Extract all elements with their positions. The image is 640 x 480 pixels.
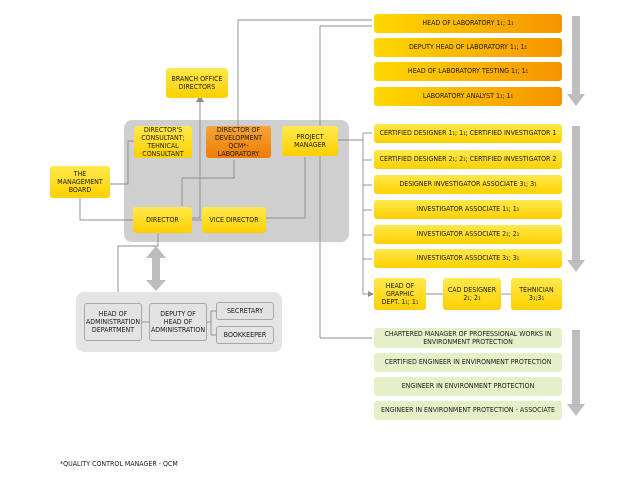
- chartered-manager-box: CHARTERED MANAGER OF PROFESSIONAL WORKS …: [374, 328, 562, 348]
- management-board-box: THE MANAGEMENT BOARD: [50, 166, 110, 198]
- deputy-head-of-administration-box: DEPUTY OF HEAD OF ADMINISTRATION: [149, 303, 207, 341]
- investigator-associate-3-box: INVESTIGATOR ASSOCIATE 3₁; 3₁: [374, 249, 562, 268]
- certified-engineer-box: CERTIFIED ENGINEER IN ENVIRONMENT PROTEC…: [374, 353, 562, 372]
- cad-designer-box: CAD DESIGNER 2₁; 2₁: [443, 278, 501, 310]
- investigator-associate-1-box: INVESTIGATOR ASSOCIATE 1₁; 1₁: [374, 200, 562, 219]
- engineer-environment-box: ENGINEER IN ENVIRONMENT PROTECTION: [374, 377, 562, 396]
- director-of-development-box: DIRECTOR OF DEVELOPMENT QCM*-LABORATORY: [206, 126, 271, 158]
- certified-designer-1-box: CERTIFIED DESIGNER 1₁; 1₁; CERTIFIED INV…: [374, 124, 562, 143]
- vice-director-box: VICE DIRECTOR: [202, 207, 266, 233]
- secretary-box: SECRETARY: [216, 302, 274, 320]
- director-box: DIRECTOR: [133, 207, 192, 233]
- engineer-environment-associate-box: ENGINEER IN ENVIRONMENT PROTECTION - ASS…: [374, 401, 562, 420]
- certified-designer-2-box: CERTIFIED DESIGNER 2₁; 2₁; CERTIFIED INV…: [374, 150, 562, 169]
- branch-office-directors-box: BRANCH OFFICE DIRECTORS: [166, 68, 228, 98]
- bookkeeper-box: BOOKKEEPER: [216, 326, 274, 344]
- investigator-associate-2-box: INVESTIGATOR ASSOCIATE 2₁; 2₁: [374, 225, 562, 244]
- laboratory-analyst-box: LABORATORY ANALYST 1₁; 1₁: [374, 87, 562, 106]
- tehnician-box: TEHNICIAN 3₁;3₁: [511, 278, 562, 310]
- head-of-graphic-dept-box: HEAD OF GRAPHIC DEPT. 1₁; 1₁: [374, 278, 426, 310]
- deputy-head-of-laboratory-box: DEPUTY HEAD OF LABORATORY 1₁; 1₁: [374, 38, 562, 57]
- head-of-laboratory-testing-box: HEAD OF LABORATORY TESTING 1₁; 1₁: [374, 62, 562, 81]
- project-manager-box: PROJECT MANAGER: [282, 126, 338, 156]
- head-of-laboratory-box: HEAD OF LABORATORY 1₁; 1₁: [374, 14, 562, 33]
- designer-investigator-associate-box: DESIGNER INVESTIGATOR ASSOCIATE 3₁; 3₁: [374, 175, 562, 194]
- head-of-administration-box: HEAD OF ADMINISTRATION DEPARTMENT: [84, 303, 142, 341]
- footnote: *QUALITY CONTROL MANAGER - QCM: [60, 460, 178, 468]
- directors-consultant-box: DIRECTOR'S CONSULTANT; TEHNICAL CONSULTA…: [134, 126, 192, 158]
